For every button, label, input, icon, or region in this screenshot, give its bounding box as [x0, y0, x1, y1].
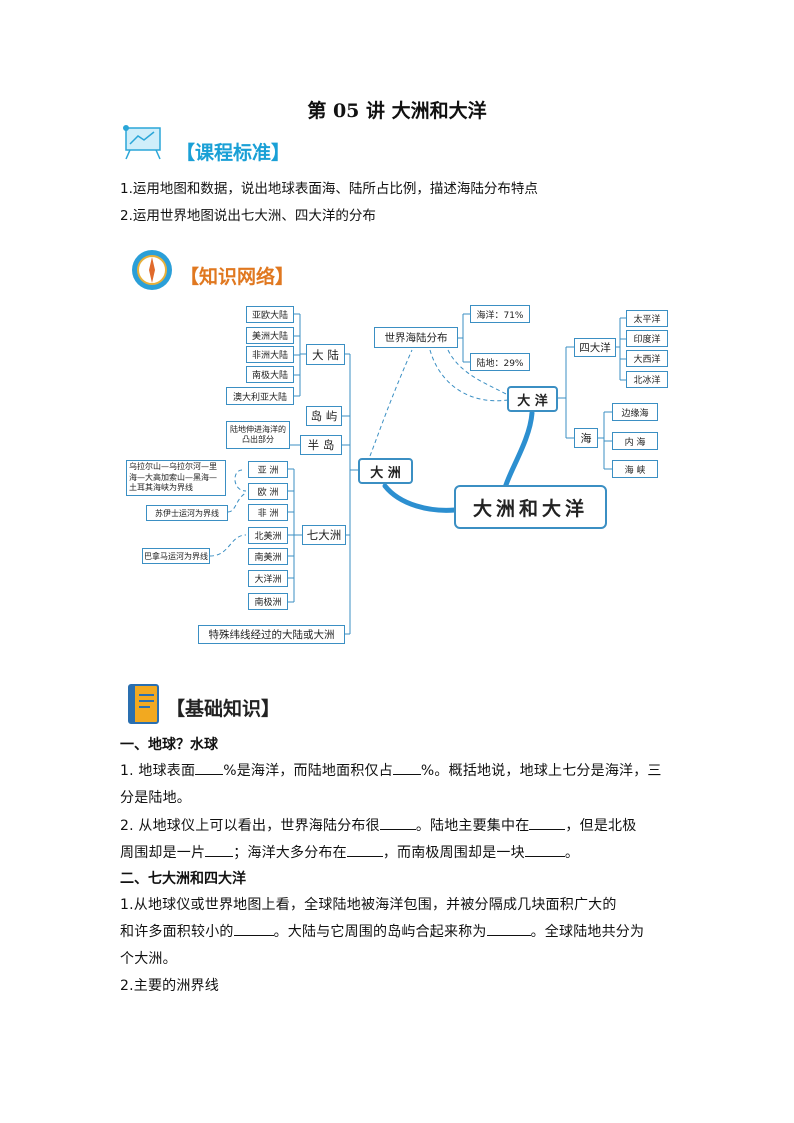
sea-pct-box: 海洋：71%	[470, 305, 530, 323]
continent-oceania: 大洋洲	[248, 570, 288, 587]
paragraph-4: 2.主要的洲界线	[120, 978, 219, 994]
dalu-africa: 非洲大陆	[246, 346, 294, 363]
dalu-australia: 澳大利亚大陆	[226, 387, 294, 405]
compass-icon	[130, 248, 174, 292]
p3-text-d: 。全球陆地共分为	[530, 924, 645, 940]
p2-text-d: 周围却是一片	[120, 845, 206, 861]
p3-text-a: 1.从地球仪或世界地图上看，全球陆地被海洋包围，并被分隔成几块面积广大的	[120, 897, 617, 913]
suez-note: 苏伊士运河为界线	[146, 505, 228, 521]
p2-text-g: 。	[564, 845, 580, 861]
seven-continents-box: 七大洲	[302, 525, 346, 545]
p1-text-a: 1. 地球表面	[120, 763, 196, 779]
dalu-antarctica: 南极大陆	[246, 366, 294, 383]
p1-text-c: %。概括地说，地球上七分是海洋，三	[420, 763, 662, 779]
asia-europe-boundary-note: 乌拉尔山—乌拉尔河—里海—大高加索山—黑海—土耳其海峡为界线	[126, 460, 226, 496]
island-box: 岛 屿	[306, 406, 342, 426]
page-title: 第 05 讲 大洲和大洋	[307, 100, 487, 122]
panama-note: 巴拿马运河为界线	[142, 548, 210, 564]
p2-text-c: ，但是北极	[565, 818, 637, 834]
world-dist-box: 世界海陆分布	[374, 327, 458, 348]
blank-continent-term[interactable]	[486, 919, 531, 936]
continent-africa: 非 洲	[248, 504, 288, 521]
continent-north-america: 北美洲	[248, 527, 288, 544]
mindmap-center: 大洲和大洋	[454, 485, 607, 529]
p2-text-e: ；海洋大多分布在	[233, 845, 347, 861]
paragraph-1: 1. 地球表面 %是海洋，而陆地面积仅占 %。概括地说，地球上七分是海洋，三 分是陆…	[120, 758, 680, 812]
blank-ocean-location[interactable]	[346, 840, 383, 857]
book-icon	[126, 683, 162, 725]
dalu-box: 大 陆	[306, 344, 345, 365]
blank-land-concentration[interactable]	[529, 813, 566, 830]
continent-south-america: 南美洲	[248, 548, 288, 565]
standard-item-1: 1.运用地图和数据，说出地球表面海、陆所占比例，描述海陆分布特点	[120, 181, 538, 197]
blank-islands[interactable]	[233, 919, 274, 936]
p3-text-c: 。大陆与它周围的岛屿合起来称为	[273, 924, 487, 940]
special-latitude-box: 特殊纬线经过的大陆或大洲	[198, 625, 345, 644]
continent-antarctica: 南极洲	[248, 593, 288, 610]
blank-north-pole[interactable]	[205, 840, 234, 857]
sea-inland: 内 海	[612, 432, 658, 450]
mindmap-continents: 大 洲	[358, 458, 413, 484]
p1-text-b: %是海洋，而陆地面积仅占	[223, 763, 393, 779]
blank-land-percent[interactable]	[392, 758, 421, 775]
ocean-indian: 印度洋	[626, 330, 668, 347]
blank-sea-percent[interactable]	[195, 758, 224, 775]
paragraph-3: 1.从地球仪或世界地图上看，全球陆地被海洋包围，并被分隔成几块面积广大的 和许多…	[120, 892, 680, 973]
network-heading: 【知识网络】	[180, 266, 295, 288]
p2-text-f: ，而南极周围却是一块	[382, 845, 525, 861]
ocean-atlantic: 大西洋	[626, 350, 668, 367]
sea-strait: 海 峡	[612, 460, 658, 478]
basics-heading: 【基础知识】	[166, 698, 281, 720]
p3-text-b: 和许多面积较小的	[120, 924, 234, 940]
peninsula-note: 陆地伸进海洋的凸出部分	[226, 421, 290, 449]
continent-europe: 欧 洲	[248, 483, 288, 500]
peninsula-note-text: 陆地伸进海洋的凸出部分	[230, 425, 286, 444]
part1-title: 一、地球？水球	[120, 737, 218, 753]
mindmap-connectors	[209, 313, 626, 635]
p3-text-e: 个大洲。	[120, 951, 177, 967]
p2-text-b: 。陆地主要集中在	[415, 818, 530, 834]
continent-asia: 亚 洲	[248, 461, 288, 478]
standard-item-2: 2.运用世界地图说出七大洲、四大洋的分布	[120, 208, 376, 224]
blank-distribution[interactable]	[379, 813, 416, 830]
sea-box: 海	[574, 428, 598, 448]
four-oceans-box: 四大洋	[574, 338, 616, 357]
sea-marginal: 边缘海	[612, 403, 658, 421]
blank-south-pole[interactable]	[524, 840, 565, 857]
peninsula-box: 半 岛	[300, 435, 342, 455]
part2-title: 二、七大洲和四大洋	[120, 871, 246, 887]
standard-heading: 【课程标准】	[176, 142, 291, 164]
land-pct-box: 陆地：29%	[470, 353, 530, 371]
mindmap-oceans: 大 洋	[507, 386, 558, 412]
p1-text-d: 分是陆地。	[120, 790, 191, 806]
dalu-america: 美洲大陆	[246, 327, 294, 344]
asia-europe-boundary-text: 乌拉尔山—乌拉尔河—里海—大高加索山—黑海—土耳其海峡为界线	[129, 462, 217, 493]
paragraph-2: 2. 从地球仪上可以看出，世界海陆分布很 。陆地主要集中在 ，但是北极 周围却是一片…	[120, 813, 680, 867]
standard-section-icon	[120, 122, 168, 160]
ocean-arctic: 北冰洋	[626, 371, 668, 388]
dalu-eurasia: 亚欧大陆	[246, 306, 294, 323]
ocean-pacific: 太平洋	[626, 310, 668, 327]
p2-text-a: 2. 从地球仪上可以看出，世界海陆分布很	[120, 818, 380, 834]
